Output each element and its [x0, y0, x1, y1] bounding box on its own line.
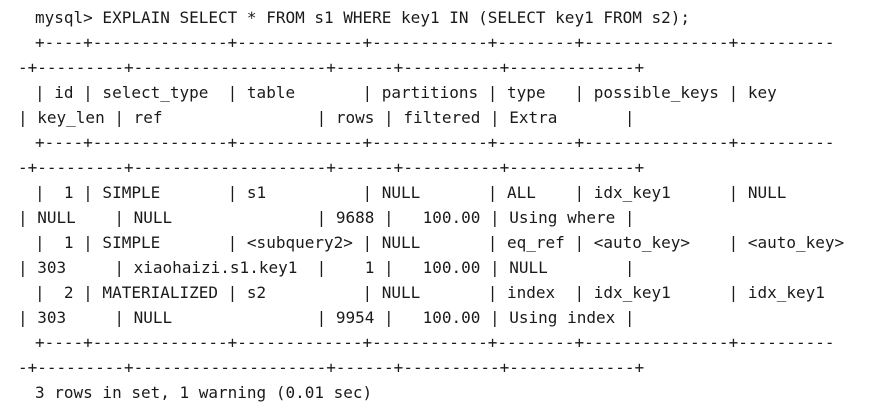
- table-row-wrap: | 303 | NULL | 9954 | 100.00 | Using ind…: [18, 308, 635, 327]
- table-border-mid-1: +----+--------------+-------------+-----…: [35, 133, 835, 152]
- table-row-wrap: | NULL | NULL | 9688 | 100.00 | Using wh…: [18, 208, 635, 227]
- result-summary: 3 rows in set, 1 warning (0.01 sec): [35, 383, 373, 402]
- table-border-top-2: -+---------+--------------------+------+…: [18, 58, 645, 77]
- table-row: | 1 | SIMPLE | <subquery2> | NULL | eq_r…: [35, 233, 845, 252]
- table-border-top-1: +----+--------------+-------------+-----…: [35, 33, 835, 52]
- table-border-mid-2: -+---------+--------------------+------+…: [18, 158, 645, 177]
- table-border-bottom-2: -+---------+--------------------+------+…: [18, 358, 645, 377]
- table-header-2: | key_len | ref | rows | filtered | Extr…: [18, 108, 635, 127]
- table-row: | 2 | MATERIALIZED | s2 | NULL | index |…: [35, 283, 825, 302]
- table-row-wrap: | 303 | xiaohaizi.s1.key1 | 1 | 100.00 |…: [18, 258, 635, 277]
- table-header-1: | id | select_type | table | partitions …: [35, 83, 777, 102]
- terminal-prompt-command: mysql> EXPLAIN SELECT * FROM s1 WHERE ke…: [35, 8, 691, 27]
- table-row: | 1 | SIMPLE | s1 | NULL | ALL | idx_key…: [35, 183, 787, 202]
- table-border-bottom-1: +----+--------------+-------------+-----…: [35, 333, 835, 352]
